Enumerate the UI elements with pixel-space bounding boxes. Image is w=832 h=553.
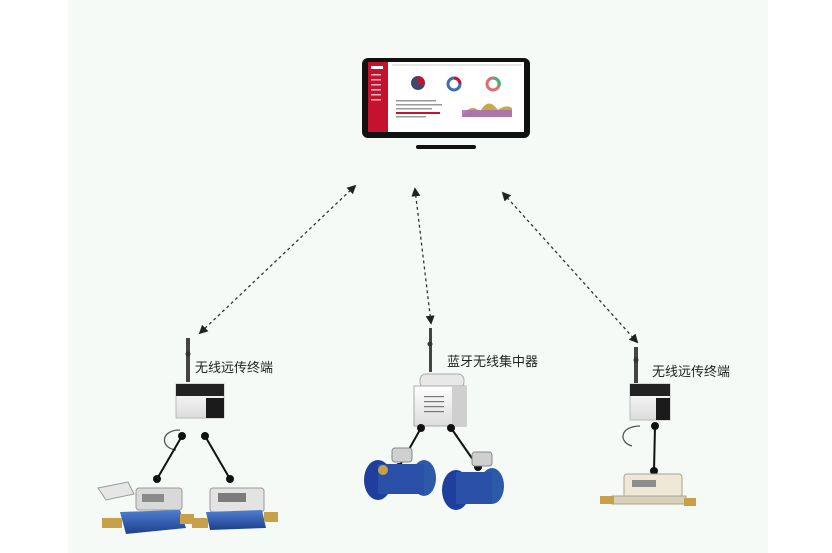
water-meter-icon [192,487,278,530]
right-terminal-icon [622,347,671,475]
concentrator-label: 蓝牙无线集中器 [447,355,539,370]
heat-meter-icon [600,473,696,506]
left-terminal-icon [153,338,234,483]
link-right [501,191,639,344]
right-terminal-label: 无线远传终端 [652,365,731,380]
left-terminal-label: 无线远传终端 [195,361,274,376]
flanged-meter-icon [442,451,504,510]
concentrator-icon [395,328,482,471]
monitor-icon [362,58,530,149]
flanged-meter-icon [364,447,436,500]
link-left [198,184,357,335]
water-meter-icon [97,481,194,534]
link-center [411,187,435,325]
